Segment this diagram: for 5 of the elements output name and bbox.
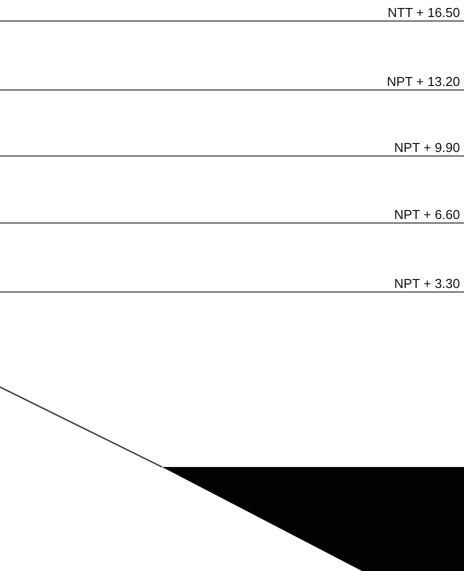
level-label: NTT + 16.50 [388, 5, 460, 20]
level-label: NPT + 6.60 [394, 207, 460, 222]
level-label: NPT + 3.30 [394, 276, 460, 291]
level-label: NPT + 9.90 [394, 140, 460, 155]
level-label: NPT + 13.20 [386, 74, 460, 89]
